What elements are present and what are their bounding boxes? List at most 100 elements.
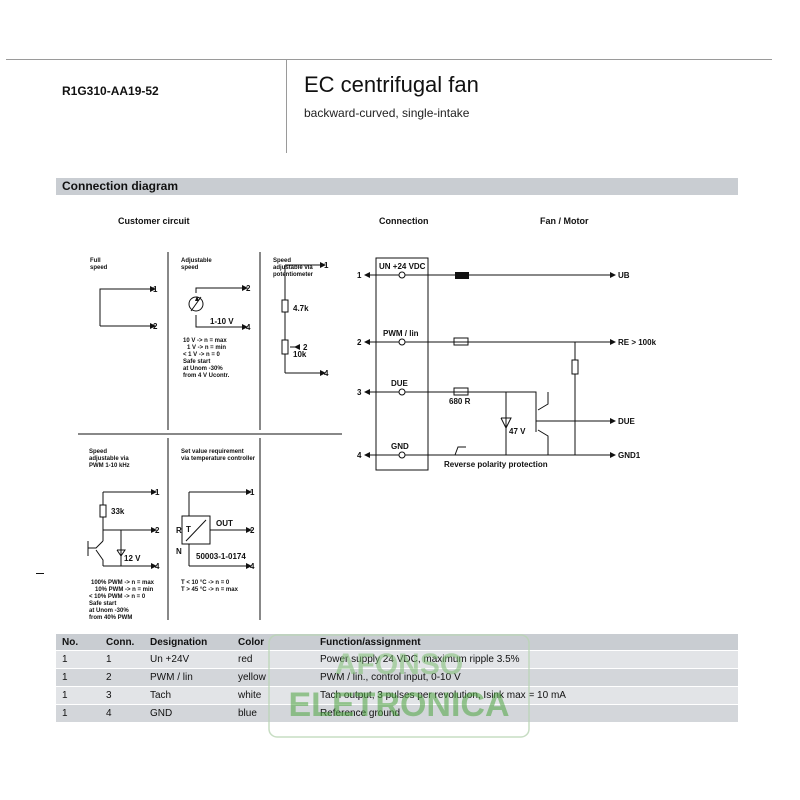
pwm-t1: 1 <box>155 488 160 497</box>
full-speed-line2: speed <box>90 265 108 271</box>
full-t2: 2 <box>153 322 158 331</box>
col-color: Color <box>232 634 314 651</box>
conn-t3: 3 <box>357 388 362 397</box>
pot-line2: adjustable via <box>273 265 313 271</box>
adj-note-2: 1 V -> n = min <box>187 345 226 351</box>
cell-function: PWM / lin., control input, 0-10 V <box>314 668 738 687</box>
cell-color: red <box>232 650 314 669</box>
pin-assignment-table: No. Conn. Designation Color Function/ass… <box>56 634 738 722</box>
out-ub: UB <box>618 271 630 280</box>
pwm-note-3: < 10% PWM -> n = 0 <box>89 594 146 600</box>
adj-note-4: Safe start <box>183 359 210 365</box>
adj-t4: 4 <box>246 323 251 332</box>
pwm-t2: 2 <box>155 526 160 535</box>
conn-pwm: PWM / lin <box>383 329 419 338</box>
pwm-t4: 4 <box>155 562 160 571</box>
pot-line1: Speed <box>273 258 291 264</box>
cell-conn: 2 <box>100 668 144 687</box>
conn-gnd: GND <box>391 442 409 451</box>
cell-no: 1 <box>56 704 100 722</box>
temp-t-label: T <box>186 525 191 534</box>
diagram-labels: Customer circuit Connection Fan / Motor … <box>89 216 657 621</box>
conn-due: DUE <box>391 379 409 388</box>
pot-t4: 4 <box>324 369 329 378</box>
adj-note-6: from 4 V Ucontr. <box>183 373 230 379</box>
col-conn: Conn. <box>100 634 144 651</box>
pwm-note-4: Safe start <box>89 601 116 607</box>
table-row: 1 4 GND blue Reference ground <box>56 704 738 722</box>
conn-z47: 47 V <box>509 427 526 436</box>
temp-left-r: R <box>176 526 182 535</box>
reverse-polarity: Reverse polarity protection <box>444 460 548 469</box>
cell-conn: 1 <box>100 650 144 669</box>
pot-t1: 1 <box>324 261 329 270</box>
full-speed-line1: Full <box>90 258 101 264</box>
cell-designation: Tach <box>144 686 232 705</box>
pwm-note-1: 100% PWM -> n = max <box>91 580 155 586</box>
cell-designation: PWM / lin <box>144 668 232 687</box>
table-header-row: No. Conn. Designation Color Function/ass… <box>56 634 738 651</box>
pwm-zener: 12 V <box>124 554 141 563</box>
pwm-note-6: from 40% PWM <box>89 615 132 621</box>
table-row: 1 3 Tach white Tach output, 3 pulses per… <box>56 686 738 705</box>
temp-line1: Set value requirement <box>181 449 244 455</box>
pot-r2: 10k <box>293 350 307 359</box>
adj-voltage: 1-10 V <box>210 317 234 326</box>
cell-color: white <box>232 686 314 705</box>
adj-note-5: at Unom -30% <box>183 366 223 372</box>
cell-conn: 4 <box>100 704 144 722</box>
pwm-r1: 33k <box>111 507 125 516</box>
temp-part: 50003-1-0174 <box>196 552 246 561</box>
cell-color: yellow <box>232 668 314 687</box>
cell-designation: GND <box>144 704 232 722</box>
fan-motor-label: Fan / Motor <box>540 216 589 226</box>
pwm-line3: PWM 1-10 kHz <box>89 463 130 469</box>
pwm-line2: adjustable via <box>89 456 129 462</box>
temp-note-1: T < 10 °C -> n = 0 <box>181 580 230 586</box>
col-function: Function/assignment <box>314 634 738 651</box>
out-re: RE > 100k <box>618 338 657 347</box>
temp-out: OUT <box>216 519 233 528</box>
adjustable-line2: speed <box>181 265 199 271</box>
pot-r1: 4.7k <box>293 304 309 313</box>
conn-r680: 680 R <box>449 397 471 406</box>
pwm-note-5: at Unom -30% <box>89 608 129 614</box>
connection-diagram <box>36 252 616 620</box>
col-designation: Designation <box>144 634 232 651</box>
table-row: 1 2 PWM / lin yellow PWM / lin., control… <box>56 668 738 687</box>
section-title: Connection diagram <box>62 179 179 193</box>
temp-left-n: N <box>176 547 182 556</box>
cell-function: Tach output, 3 pulses per revolution, Is… <box>314 686 738 705</box>
header-top-rule <box>6 59 772 60</box>
customer-circuit-label: Customer circuit <box>118 216 190 226</box>
conn-t2: 2 <box>357 338 362 347</box>
pwm-line1: Speed <box>89 449 107 455</box>
table-row: 1 1 Un +24V red Power supply 24 VDC, max… <box>56 650 738 669</box>
out-due: DUE <box>618 417 636 426</box>
cell-no: 1 <box>56 650 100 669</box>
conn-t1: 1 <box>357 271 362 280</box>
connection-label: Connection <box>379 216 429 226</box>
cell-designation: Un +24V <box>144 650 232 669</box>
conn-t4: 4 <box>357 451 362 460</box>
temp-note-2: T > 45 °C -> n = max <box>181 587 239 593</box>
out-gnd1: GND1 <box>618 451 641 460</box>
adjustable-line1: Adjustable <box>181 258 212 264</box>
page-title: EC centrifugal fan <box>304 72 479 97</box>
temp-line2: via temperature controller <box>181 456 256 462</box>
header-separator <box>286 60 287 153</box>
cell-conn: 3 <box>100 686 144 705</box>
cell-no: 1 <box>56 668 100 687</box>
cell-function: Power supply 24 VDC, maximum ripple 3.5% <box>314 650 738 669</box>
temp-t4: 4 <box>250 562 255 571</box>
full-t1: 1 <box>153 285 158 294</box>
model-number: R1G310-AA19-52 <box>62 84 159 98</box>
col-no: No. <box>56 634 100 651</box>
temp-t2: 2 <box>250 526 255 535</box>
pwm-note-2: 10% PWM -> n = min <box>95 587 154 593</box>
adj-t2: 2 <box>246 284 251 293</box>
pot-line3: potentiometer <box>273 272 314 278</box>
cell-color: blue <box>232 704 314 722</box>
pot-t2: 2 <box>303 343 308 352</box>
adj-note-1: 10 V -> n = max <box>183 338 227 344</box>
